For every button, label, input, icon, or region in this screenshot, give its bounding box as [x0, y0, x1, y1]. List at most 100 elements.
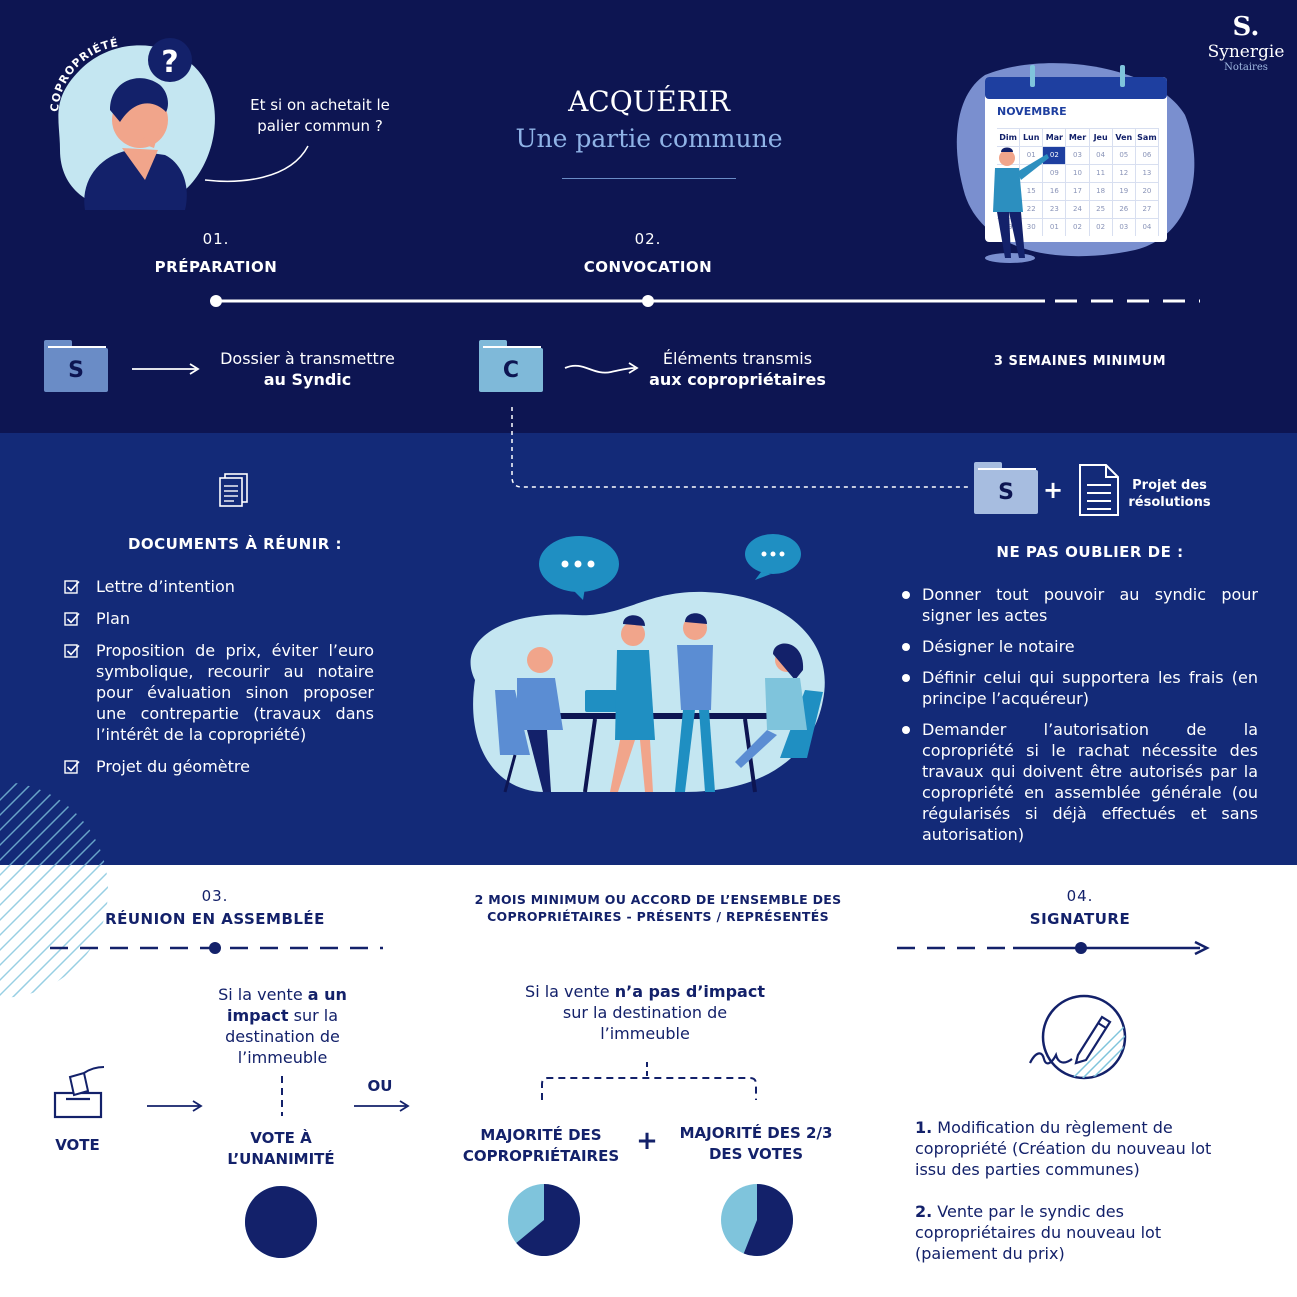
- signature-item-1-number: 1.: [915, 1118, 933, 1137]
- calendar-day: 02: [1090, 219, 1113, 236]
- majority-label: MAJORITÉ DES COPROPRIÉTAIRES: [462, 1126, 620, 1165]
- question-mark: ?: [161, 45, 178, 80]
- pie-unanimity: [244, 1186, 317, 1258]
- calendar-day: 06: [1136, 147, 1159, 164]
- step2-label: CONVOCATION: [583, 258, 713, 276]
- calendar-day: 02: [1043, 147, 1067, 164]
- step3-number: 03.: [201, 887, 229, 905]
- calendar-day: 18: [1090, 183, 1113, 200]
- calendar-day: 25: [1090, 201, 1113, 218]
- calendar-day: 19: [1113, 183, 1136, 200]
- calendar-day: 17: [1066, 183, 1090, 200]
- elements-line2: aux copropriétaires: [649, 370, 826, 389]
- calendar-day: 11: [1090, 165, 1113, 182]
- checkbox-checked-icon: [64, 580, 80, 594]
- pie-two-thirds-slice: [743, 1184, 794, 1256]
- noimpact-post: sur la destination de l’immeuble: [562, 1003, 728, 1043]
- pie-two-thirds: [721, 1184, 794, 1256]
- calendar-month: NOVEMBRE: [997, 105, 1067, 118]
- calendar-day: 04: [1090, 147, 1113, 164]
- noimpact-pre: Si la vente: [525, 982, 615, 1001]
- delay-three-weeks: 3 SEMAINES MINIMUM: [993, 354, 1167, 369]
- signature-item-2-number: 2.: [915, 1202, 933, 1221]
- documents-item: Lettre d’intention: [64, 576, 374, 597]
- impact-post: sur la destination de l’immeuble: [225, 1006, 340, 1067]
- impact-bold: a un impact: [226, 985, 347, 1025]
- documents-item-text: Lettre d’intention: [96, 577, 235, 596]
- calendar-day: 05: [1113, 147, 1136, 164]
- ballot-box-icon: [53, 1066, 105, 1119]
- arrow-right-icon: [147, 1100, 203, 1112]
- documents-item: Projet du géomètre: [64, 756, 374, 777]
- calendar-day: 04: [1136, 219, 1159, 236]
- signature-pen-icon: [1029, 994, 1127, 1080]
- two-thirds-label: MAJORITÉ DES 2/3 DES VOTES: [679, 1124, 833, 1163]
- brand-sub: Notaires: [1224, 62, 1268, 73]
- calendar-day: 02: [1066, 219, 1090, 236]
- calendar-day: 09: [1043, 165, 1067, 182]
- calendar-day-name: Ven: [1113, 129, 1136, 146]
- document-icon: [1079, 464, 1119, 516]
- checkbox-checked-icon: [64, 612, 80, 626]
- calendar-day-name: Sam: [1136, 129, 1159, 146]
- page-subtitle: Une partie commune: [515, 124, 783, 153]
- wave-arrow-icon: [564, 362, 639, 374]
- documents-stack-icon: [219, 473, 248, 507]
- pie-unanimity-slice: [244, 1186, 317, 1258]
- resolution-plus: +: [1042, 476, 1064, 504]
- impact-pre: Si la vente: [218, 985, 308, 1004]
- title-divider: [562, 178, 736, 179]
- step4-number: 04.: [1066, 887, 1094, 905]
- reminders-item: Définir celui qui supportera les frais (…: [900, 667, 1258, 709]
- documents-item-text: Proposition de prix, éviter l’euro symbo…: [96, 641, 374, 744]
- vote-label: VOTE: [55, 1136, 100, 1154]
- folder-letter-c: C: [502, 358, 520, 383]
- speech-curve: [204, 145, 309, 182]
- bracket-connector: [541, 1062, 757, 1100]
- elements-line1: Éléments transmis: [662, 349, 813, 368]
- documents-item-text: Plan: [96, 609, 131, 628]
- calendar-day: 12: [1113, 165, 1136, 182]
- ou-label: OU: [367, 1077, 393, 1095]
- calendar-day-name: Jeu: [1090, 129, 1113, 146]
- signature-item-1: 1. Modification du règlement de copropri…: [915, 1117, 1247, 1180]
- brand-logo: S. Synergie Notaires: [1200, 12, 1292, 74]
- calendar-day: 26: [1113, 201, 1136, 218]
- reminders-list: Donner tout pouvoir au syndic pour signe…: [900, 584, 1258, 855]
- reminders-item: Demander l’autorisation de la copropriét…: [900, 719, 1258, 845]
- step2-number: 02.: [634, 230, 662, 248]
- calendar-day: 03: [1066, 147, 1090, 164]
- calendar-day: 01: [1020, 147, 1044, 164]
- calendar-day: 10: [1066, 165, 1090, 182]
- arrow-right-icon: [132, 363, 200, 375]
- page-title: ACQUÉRIR: [568, 85, 730, 118]
- documents-item: Proposition de prix, éviter l’euro symbo…: [64, 640, 374, 745]
- folder-letter-s: S: [68, 358, 84, 383]
- step1-number: 01.: [202, 230, 230, 248]
- elements-text: Éléments transmis aux copropriétaires: [640, 348, 835, 390]
- impact-text: Si la vente a un impact sur la destinati…: [210, 984, 355, 1068]
- documents-item: Plan: [64, 608, 374, 629]
- documents-item-text: Projet du géomètre: [96, 757, 250, 776]
- checkbox-checked-icon: [64, 760, 80, 774]
- noimpact-bold: n’a pas d’impact: [614, 982, 765, 1001]
- arrow-right-icon: [354, 1100, 410, 1112]
- checkbox-checked-icon: [64, 644, 80, 658]
- signature-item-2-text: Vente par le syndic des copropriétaires …: [915, 1202, 1162, 1263]
- assembly-delay: 2 MOIS MINIMUM OU ACCORD DE L’ENSEMBLE D…: [474, 892, 842, 924]
- majority-plus: +: [636, 1126, 658, 1156]
- documents-list: Lettre d’intention Plan Proposition de p…: [64, 576, 374, 788]
- step3-label: RÉUNION EN ASSEMBLÉE: [105, 910, 325, 928]
- unanimity-label: VOTE À L’UNANIMITÉ: [227, 1129, 335, 1168]
- calendar-day: 01: [1043, 219, 1067, 236]
- calendar-day-name: Dim: [997, 129, 1021, 146]
- calendar-person: [993, 147, 1049, 258]
- dotted-connector: [511, 407, 970, 488]
- calendar-day: 24: [1066, 201, 1090, 218]
- calendar-day: 22: [1020, 201, 1044, 218]
- pie-majority-slice: [516, 1184, 580, 1256]
- timeline-step3: [50, 942, 383, 954]
- brand-name: Synergie: [1207, 42, 1285, 62]
